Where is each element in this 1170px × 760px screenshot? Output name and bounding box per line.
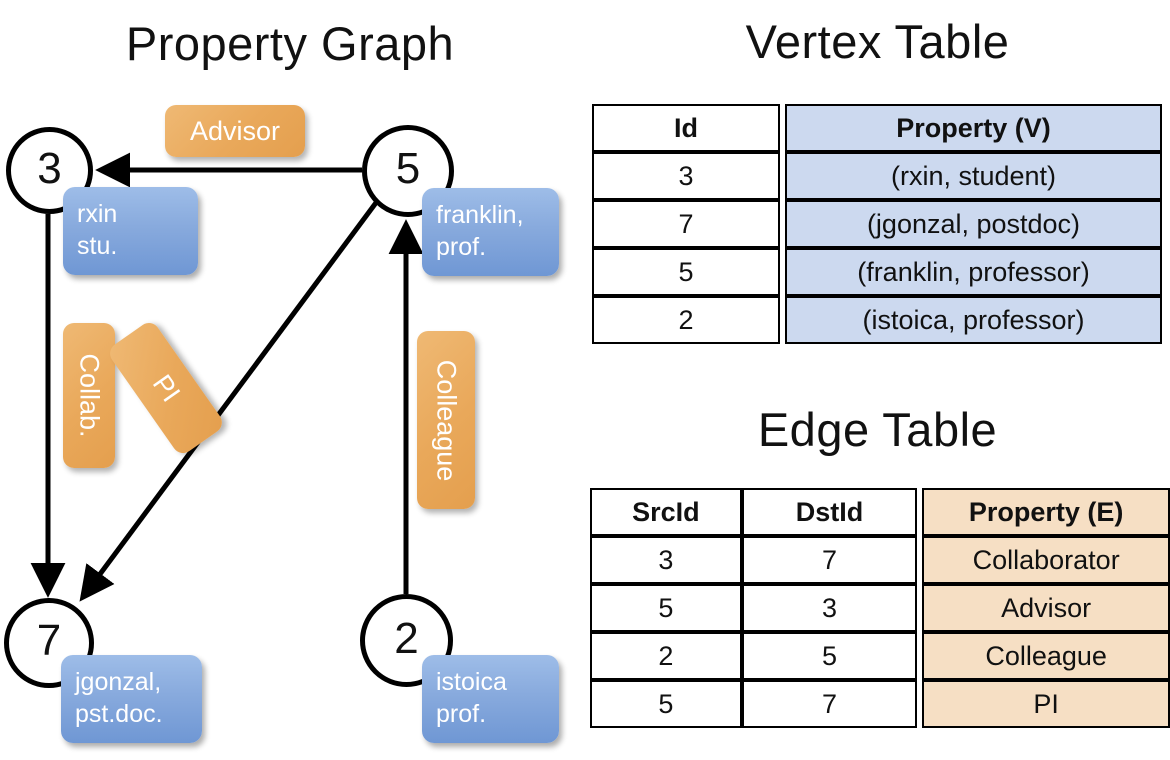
edge-table-cell-srcid: 3 [590,536,742,584]
vertex-table-cell-id: 5 [592,248,780,296]
page-title-property-graph: Property Graph [125,17,455,70]
vertex-table-cell-property: (jgonzal, postdoc) [785,200,1162,248]
vertex-table-cell-property: (istoica, professor) [785,296,1162,344]
edge-table-cell-property: Advisor [922,584,1170,632]
edge-table-cell-dstid: 5 [741,632,918,680]
table-row[interactable]: 5 (franklin, professor) [592,248,1162,296]
table-row[interactable]: 2 5 Colleague [590,632,1170,680]
edge-table-column-gap [917,488,923,536]
edge-table-cell-property: PI [922,680,1170,728]
edge-table-cell-srcid: 5 [590,680,742,728]
edge-5-to-7 [79,198,381,602]
graph-node-2[interactable]: 2 [360,594,453,687]
edge-table-header-row: SrcId DstId Property (E) [590,488,1170,536]
vertex-property-box-istoica: istoica prof. [422,655,559,743]
table-row[interactable]: 2 (istoica, professor) [592,296,1162,344]
edge-table-cell-property: Collaborator [922,536,1170,584]
edge-label-colleague-text: Colleague [431,359,462,481]
vertex-property-rxin-line1: rxin [77,200,118,228]
table-row[interactable]: 5 7 PI [590,680,1170,728]
vertex-table-column-gap [780,200,785,248]
vertex-property-franklin-line1: franklin, [436,201,524,229]
edge-table-column-gap [917,680,923,728]
vertex-property-rxin-line2: stu. [77,231,118,260]
edge-table-column-gap [917,632,923,680]
table-row[interactable]: 3 (rxin, student) [592,152,1162,200]
vertex-table-cell-property: (rxin, student) [785,152,1162,200]
vertex-property-istoica-line2: prof. [436,699,487,728]
table-row[interactable]: 5 3 Advisor [590,584,1170,632]
edge-label-collab-text: Collab. [74,353,105,438]
vertex-table-column-gap [780,296,785,344]
vertex-table-header-id: Id [592,104,780,152]
vertex-table-cell-property: (franklin, professor) [785,248,1162,296]
edge-table-cell-dstid: 7 [741,536,918,584]
edge-table-cell-srcid: 2 [590,632,742,680]
edge-label-box-collab: Collab. [63,323,115,468]
vertex-property-box-jgonzal: jgonzal, pst.doc. [61,655,202,743]
vertex-property-istoica-line1: istoica [436,668,507,696]
vertex-table-column-gap [780,152,785,200]
vertex-table-cell-id: 2 [592,296,780,344]
edge-label-pi-text: PI [146,368,187,407]
edge-table-cell-dstid: 7 [741,680,918,728]
vertex-table-column-gap [780,104,785,152]
edge-table-header-dstid: DstId [741,488,918,536]
vertex-table-header-property: Property (V) [785,104,1162,152]
graph-node-5-label: 5 [395,144,421,193]
graph-node-2-label: 2 [394,613,419,663]
table-row[interactable]: 7 (jgonzal, postdoc) [592,200,1162,248]
vertex-property-jgonzal-line2: pst.doc. [75,699,163,728]
edge-table-column-gap [917,584,923,632]
vertex-property-franklin-line2: prof. [436,232,487,261]
graph-node-3-label: 3 [37,143,62,193]
page-title-vertex-table: Vertex Table [745,15,1010,68]
edge-label-box-colleague: Colleague [417,331,475,509]
vertex-property-jgonzal-line1: jgonzal, [75,668,162,696]
edge-label-advisor-text: Advisor [189,115,281,146]
edge-table-cell-dstid: 3 [741,584,918,632]
graph-node-5[interactable]: 5 [362,125,454,217]
vertex-table: Id Property (V) 3 (rxin, student) 7 (jgo… [592,104,1162,344]
graph-node-7-label: 7 [36,616,62,665]
vertex-table-column-gap [780,248,785,296]
page-title-edge-table: Edge Table [757,403,998,456]
edge-table-cell-property: Colleague [922,632,1170,680]
edge-table-cell-srcid: 5 [590,584,742,632]
vertex-table-header-row: Id Property (V) [592,104,1162,152]
vertex-table-cell-id: 7 [592,200,780,248]
edge-table-header-property: Property (E) [922,488,1170,536]
vertex-property-box-franklin: franklin, prof. [422,188,559,276]
edge-table: SrcId DstId Property (E) 3 7 Collaborato… [590,488,1170,728]
property-graph-diagram: 3 5 7 2 rxin stu. franklin, prof. jgonza… [0,0,580,760]
vertex-property-box-rxin: rxin stu. [63,187,198,275]
vertex-table-cell-id: 3 [592,152,780,200]
graph-edges-svg [30,152,424,602]
edge-label-box-advisor: Advisor [165,105,305,157]
edge-table-column-gap [917,536,923,584]
edge-table-header-srcid: SrcId [590,488,742,536]
table-row[interactable]: 3 7 Collaborator [590,536,1170,584]
